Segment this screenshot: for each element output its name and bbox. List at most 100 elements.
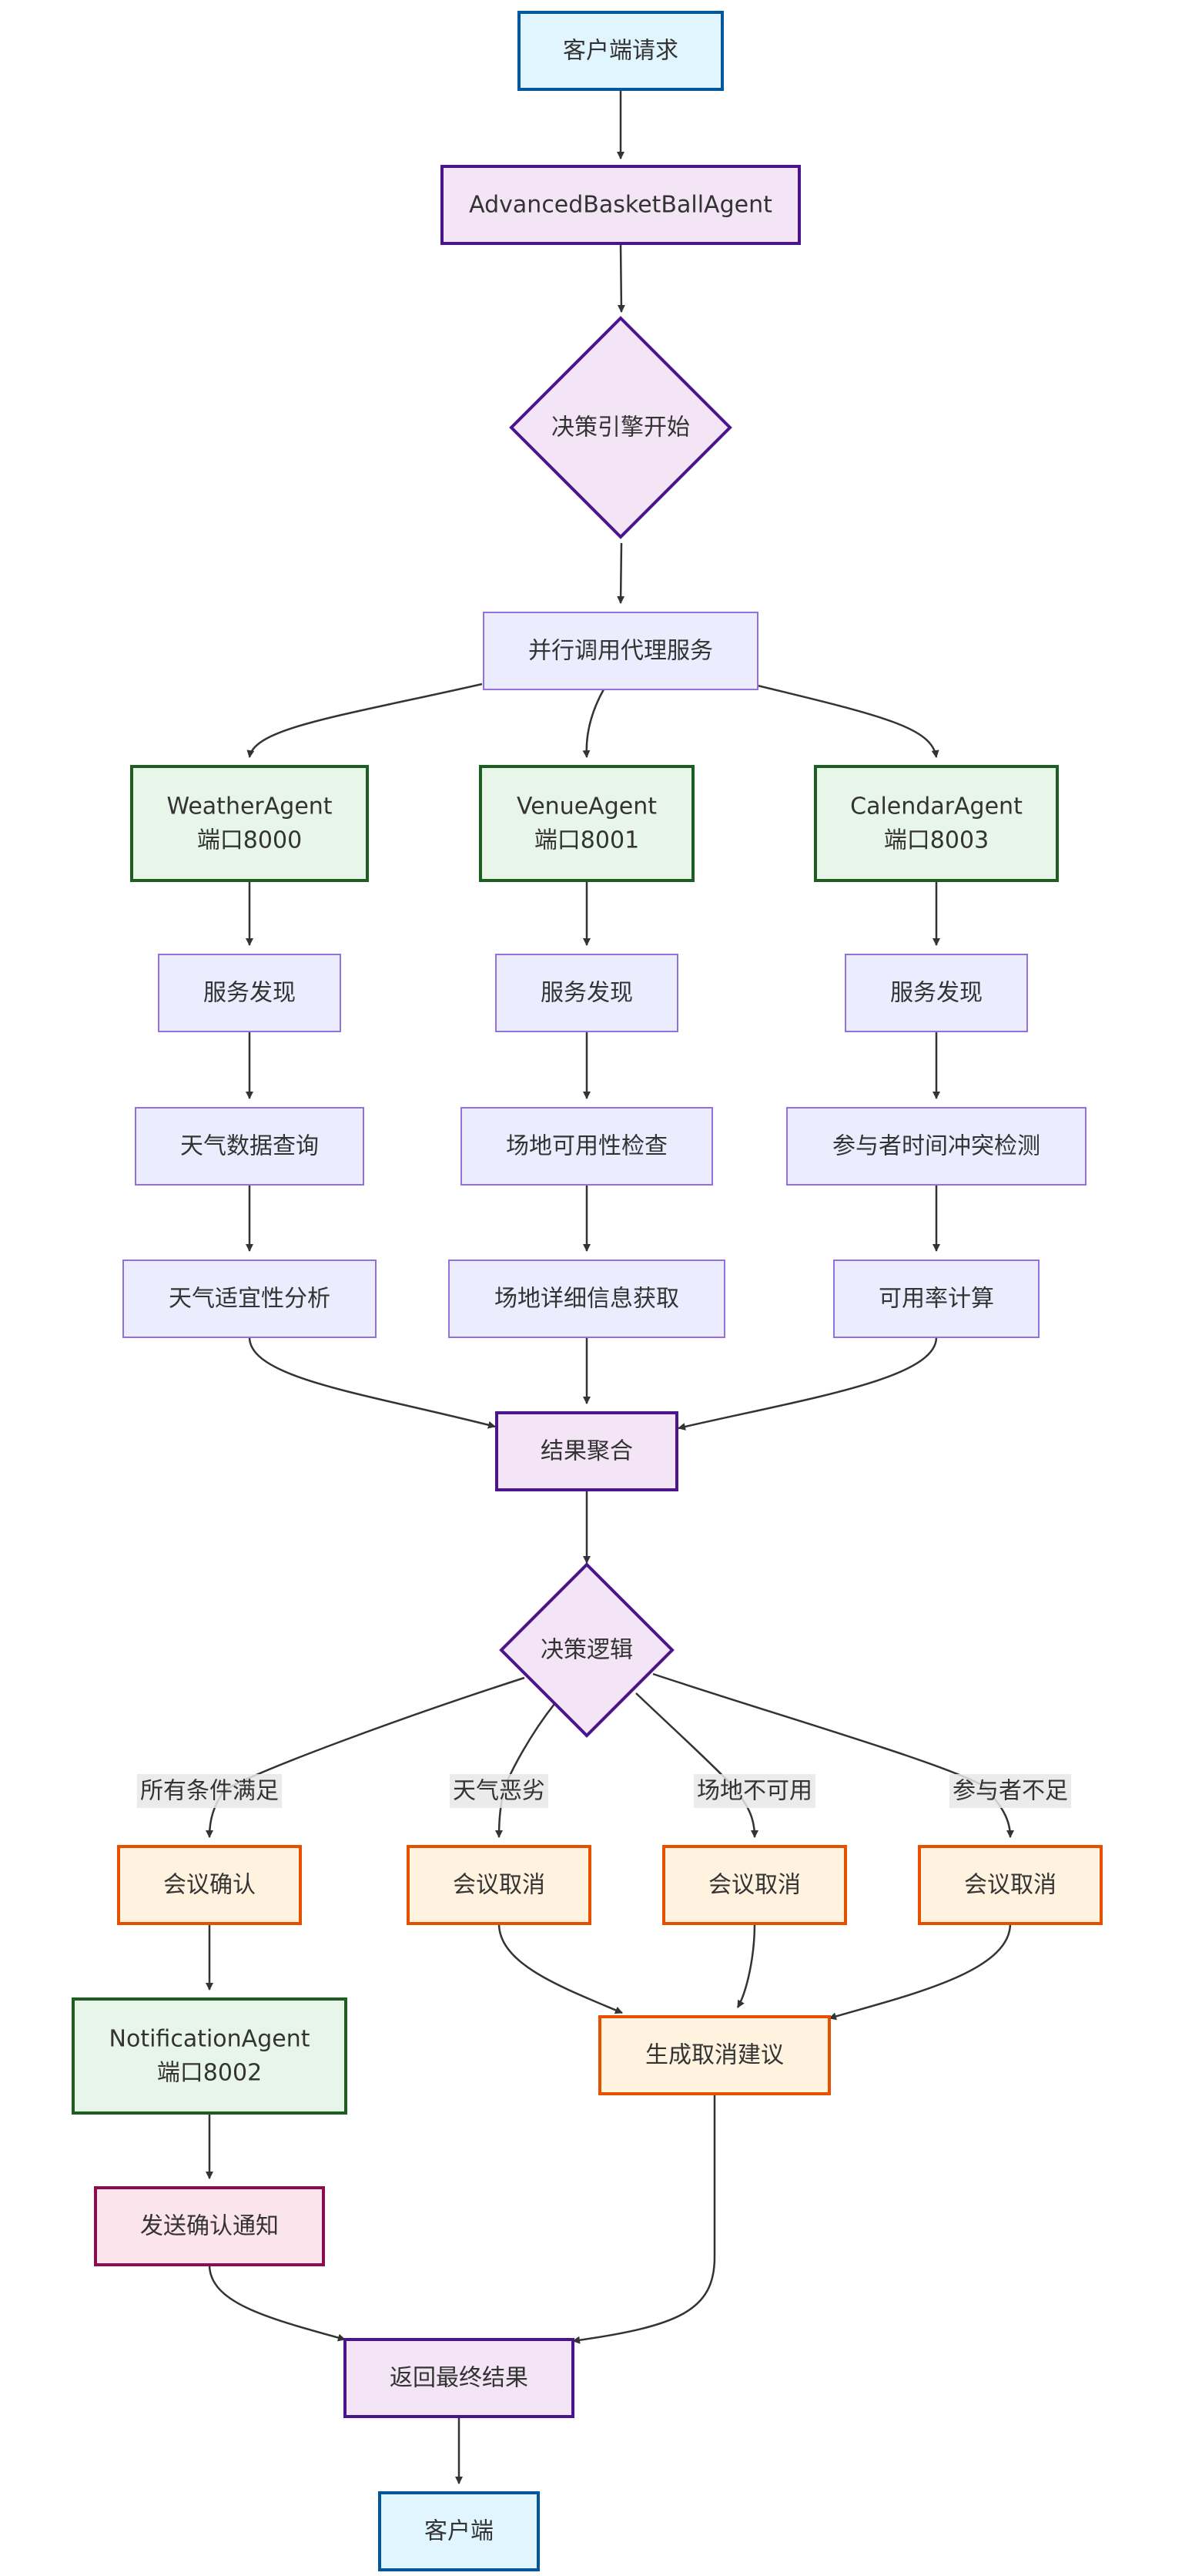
node-label: 会议取消 <box>708 1872 801 1899</box>
edge-availability_calc-to-aggregate <box>678 1337 938 1431</box>
node-box <box>845 954 1028 1032</box>
node-weather-query: 天气数据查询 <box>135 1107 364 1186</box>
edge-parallel_call-to-venue_agent <box>582 689 605 758</box>
node-box <box>158 954 341 1032</box>
node-box <box>117 1845 302 1925</box>
edge-decision_logic-to-cancel_participants <box>652 1672 1014 1838</box>
node-venue-check: 场地可用性检查 <box>460 1107 713 1186</box>
edge-label-background <box>694 1774 815 1808</box>
node-decision-start: 决策引擎开始 <box>509 316 732 539</box>
edge-label-text: 天气恶劣 <box>453 1778 545 1805</box>
node-label: NotificationAgent <box>109 2026 310 2053</box>
edge-label-cancel_weather: 天气恶劣 <box>450 1774 548 1808</box>
node-final-result: 返回最终结果 <box>343 2338 574 2418</box>
node-label: 天气数据查询 <box>180 1133 319 1160</box>
node-label: 服务发现 <box>890 980 983 1007</box>
node-box <box>918 1845 1103 1925</box>
node-label: 决策引擎开始 <box>551 414 690 441</box>
node-label: 并行调用代理服务 <box>528 638 713 665</box>
edge-label-background <box>949 1774 1071 1808</box>
node-box <box>460 1107 713 1186</box>
edge-cancel_venue-to-cancel_suggestion <box>736 1923 756 2008</box>
node-label: 结果聚合 <box>541 1438 633 1465</box>
node-box <box>814 765 1059 882</box>
edge-cancel_weather-to-cancel_suggestion <box>497 1923 623 2014</box>
node-box <box>135 1107 364 1186</box>
node-box <box>598 2015 831 2095</box>
node-box <box>479 765 695 882</box>
node-client-request: 客户端请求 <box>517 11 724 91</box>
edge-cancel_suggestion-to-final_result <box>572 2094 716 2344</box>
node-label: 会议取消 <box>964 1872 1056 1899</box>
node-label: VenueAgent <box>517 793 657 820</box>
node-cancel-weather: 会议取消 <box>407 1845 591 1925</box>
node-cancel-suggestion: 生成取消建议 <box>598 2015 831 2095</box>
node-label: 发送确认通知 <box>140 2213 279 2240</box>
node-meeting-confirm: 会议确认 <box>117 1845 302 1925</box>
node-venue-details: 场地详细信息获取 <box>448 1259 725 1338</box>
node-label: CalendarAgent <box>850 793 1023 820</box>
edge-label-background <box>137 1774 282 1808</box>
node-sublabel: 端口8002 <box>157 2060 262 2087</box>
node-label: 客户端 <box>424 2518 494 2545</box>
edge-label-meeting_confirm: 所有条件满足 <box>137 1774 282 1808</box>
node-weather-analysis: 天气适宜性分析 <box>122 1259 377 1338</box>
node-box <box>495 954 678 1032</box>
edge-decision_logic-to-cancel_venue <box>635 1692 758 1838</box>
node-label: AdvancedBasketBallAgent <box>469 192 772 219</box>
edge-weather_analysis-to-aggregate <box>248 1337 496 1429</box>
node-box <box>833 1259 1040 1338</box>
node-label: 客户端请求 <box>563 38 678 65</box>
decision-diamond <box>509 316 732 539</box>
edge-label-cancel_participants: 参与者不足 <box>949 1774 1071 1808</box>
node-box <box>662 1845 847 1925</box>
edge-parallel_call-to-calendar_agent <box>757 684 939 758</box>
edge-label-text: 参与者不足 <box>953 1778 1068 1805</box>
node-sublabel: 端口8000 <box>197 827 302 854</box>
nodes-layer: 客户端请求 AdvancedBasketBallAgent 决策引擎开始并行调用代理… <box>72 11 1103 2571</box>
node-box <box>343 2338 574 2418</box>
node-label: 返回最终结果 <box>390 2365 528 2392</box>
node-weather-discovery: 服务发现 <box>158 954 341 1032</box>
node-label: 场地可用性检查 <box>506 1133 668 1160</box>
node-box <box>517 11 724 91</box>
decision-diamond <box>499 1562 675 1738</box>
edge-decision_logic-to-cancel_weather <box>495 1703 555 1838</box>
edge-cancel_participants-to-cancel_suggestion <box>829 1923 1012 2021</box>
node-venue-discovery: 服务发现 <box>495 954 678 1032</box>
node-label: 会议确认 <box>163 1872 256 1899</box>
node-aggregate: 结果聚合 <box>495 1411 678 1491</box>
node-box <box>786 1107 1087 1186</box>
node-label: 会议取消 <box>453 1872 545 1899</box>
node-send-notification: 发送确认通知 <box>94 2186 325 2266</box>
node-box <box>483 612 758 690</box>
node-box <box>448 1259 725 1338</box>
node-calendar-conflict: 参与者时间冲突检测 <box>786 1107 1087 1186</box>
node-box <box>94 2186 325 2266</box>
node-box <box>440 165 801 245</box>
node-box <box>378 2491 540 2571</box>
node-label: WeatherAgent <box>166 793 332 820</box>
node-advanced-agent: AdvancedBasketBallAgent <box>440 165 801 245</box>
node-availability-calc: 可用率计算 <box>833 1259 1040 1338</box>
node-box <box>72 1997 347 2115</box>
node-label: 天气适宜性分析 <box>169 1286 330 1313</box>
node-box <box>495 1411 678 1491</box>
edge-label-background <box>450 1774 548 1808</box>
edge-decision_logic-to-meeting_confirm <box>206 1676 525 1838</box>
edge-parallel_call-to-weather_agent <box>246 683 483 758</box>
node-sublabel: 端口8001 <box>534 827 639 854</box>
edges-layer <box>206 89 1014 2484</box>
node-label: 可用率计算 <box>879 1286 994 1313</box>
node-box <box>122 1259 377 1338</box>
node-client: 客户端 <box>378 2491 540 2571</box>
node-cancel-participants: 会议取消 <box>918 1845 1103 1925</box>
node-parallel-call: 并行调用代理服务 <box>483 612 758 690</box>
node-label: 决策逻辑 <box>541 1637 633 1664</box>
edge-label-cancel_venue: 场地不可用 <box>694 1774 815 1808</box>
edge-label-text: 所有条件满足 <box>140 1778 279 1805</box>
edge-labels-layer: 所有条件满足 天气恶劣 场地不可用 参与者不足 <box>137 1774 1071 1808</box>
node-venue-agent: VenueAgent 端口8001 <box>479 765 695 882</box>
node-notification-agent: NotificationAgent 端口8002 <box>72 1997 347 2115</box>
